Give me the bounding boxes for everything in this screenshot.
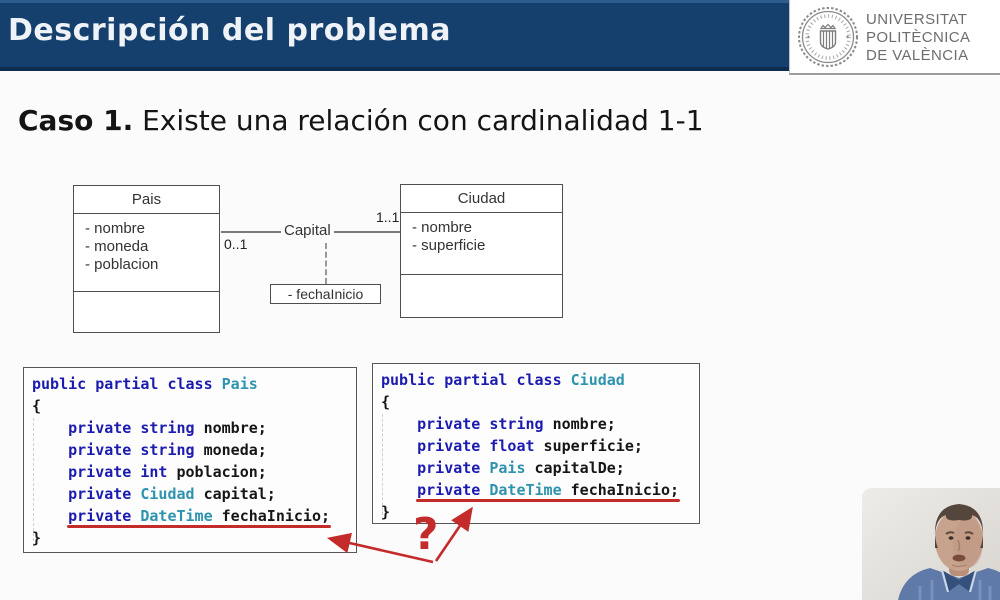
code-block-pais: public partial class Pais { private strin…	[23, 367, 357, 553]
uml-multiplicity-pais: 0..1	[224, 236, 248, 252]
code-line: {	[381, 393, 391, 411]
uml-attribute: - superficie	[412, 237, 486, 254]
university-seal-icon	[798, 7, 858, 67]
uml-association-class-link	[325, 243, 327, 284]
uml-class-pais-attributes: - nombre - moneda - poblacion	[74, 214, 219, 292]
code-block-ciudad: public partial class Ciudad { private str…	[372, 363, 700, 524]
code-line: private int poblacion;	[68, 463, 267, 481]
code-line: private string nombre;	[417, 415, 616, 433]
uml-attribute: - moneda	[85, 238, 149, 255]
presenter-hair	[934, 504, 984, 535]
uml-class-ciudad-attributes: - nombre - superficie	[401, 213, 562, 275]
code-line: private float superficie;	[417, 437, 643, 455]
university-name-line2: POLITÈCNICA	[866, 29, 971, 46]
slide-title: Descripción del problema	[8, 13, 451, 48]
code-line: private DateTime fechaInicio;	[32, 505, 356, 528]
uml-attribute: - poblacion	[85, 256, 159, 273]
presenter-figure	[862, 488, 1000, 600]
webcam-overlay	[862, 488, 1000, 600]
uml-class-pais-title: Pais	[74, 186, 219, 214]
presenter-collar	[942, 570, 976, 592]
uml-association-class: - fechaInicio	[270, 284, 381, 304]
code-line: private Ciudad capital;	[68, 485, 276, 503]
code-line: private DateTime fechaInicio;	[381, 479, 699, 502]
university-name-line3: DE VALÈNCIA	[866, 47, 969, 64]
question-mark: ?	[413, 509, 439, 560]
uml-multiplicity-ciudad: 1..1	[376, 209, 400, 225]
indent-guide	[33, 418, 34, 546]
uml-class-pais: Pais - nombre - moneda - poblacion	[73, 185, 220, 333]
code-line: public partial class Pais	[32, 375, 258, 393]
case-heading: Caso 1. Existe una relación con cardinal…	[18, 104, 918, 137]
case-heading-text: Existe una relación con cardinalidad 1-1	[133, 104, 704, 137]
case-heading-label: Caso 1.	[18, 104, 134, 137]
uml-class-ciudad-title: Ciudad	[401, 185, 562, 213]
university-name: UNIVERSITAT POLITÈCNICA DE VALÈNCIA	[866, 11, 970, 65]
uml-association-label: Capital	[281, 222, 334, 239]
code-line: private string moneda;	[68, 441, 267, 459]
uml-attribute: - nombre	[85, 220, 146, 237]
uml-class-ciudad: Ciudad - nombre - superficie	[400, 184, 563, 318]
code-line: private string nombre;	[68, 419, 267, 437]
university-logo: UNIVERSITAT POLITÈCNICA DE VALÈNCIA	[789, 0, 1000, 75]
university-name-line1: UNIVERSITAT	[866, 11, 968, 28]
code-line: private Pais capitalDe;	[417, 459, 625, 477]
code-line: }	[32, 529, 42, 547]
code-line: public partial class Ciudad	[381, 371, 625, 389]
uml-attribute: - nombre	[412, 219, 473, 236]
indent-guide	[382, 414, 383, 520]
code-line: }	[381, 503, 391, 521]
code-line: {	[32, 397, 42, 415]
